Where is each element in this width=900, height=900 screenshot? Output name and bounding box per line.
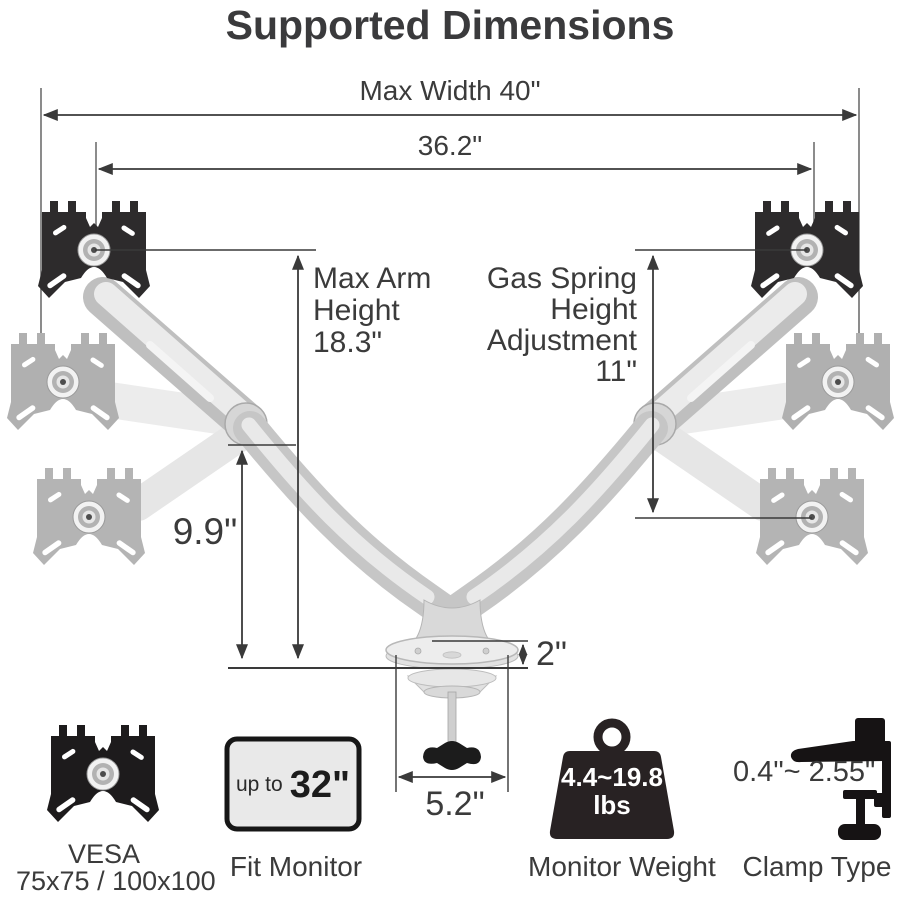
max-arm-height-label: Max Arm Height 18.3" — [313, 263, 431, 359]
clamp-icon — [790, 718, 891, 840]
monitor-weight-range: 4.4~19.8 — [561, 762, 663, 792]
max-arm-height-line1: Max Arm — [313, 262, 432, 295]
gas-spring-line4: 11" — [595, 355, 637, 388]
right-vesa-plate-ghost-mid — [781, 332, 895, 431]
fit-monitor-label: Fit Monitor — [229, 851, 363, 882]
vesa-plate-icon — [46, 724, 160, 823]
page-title: Supported Dimensions — [225, 2, 675, 48]
left-vesa-plate-ghost-low — [32, 467, 146, 566]
max-arm-height-line3: 18.3" — [313, 326, 383, 359]
vesa-title-label: VESA — [67, 839, 141, 869]
weight-icon — [549, 718, 675, 839]
right-arm — [439, 277, 818, 629]
fit-monitor-size-value: 32" — [289, 763, 350, 806]
left-vesa-plate-ghost-mid — [6, 332, 120, 431]
vesa-subtitle-label: 75x75 / 100x100 — [16, 866, 216, 896]
max-arm-height-line2: Height — [313, 294, 400, 327]
lowered-height-label: 9.9" — [172, 511, 238, 552]
left-arm — [83, 277, 462, 629]
desk-clamp-base — [385, 599, 519, 770]
clamp-type-label: Clamp Type — [742, 851, 892, 882]
arm-span-label: 36.2" — [417, 130, 483, 161]
tightening-knob — [423, 741, 481, 770]
monitor-weight-unit: lbs — [593, 790, 631, 820]
monitor-icon — [224, 736, 362, 832]
max-width-label: Max Width 40" — [359, 75, 541, 106]
clamp-range-label: 0.4"~ 2.55" — [733, 756, 876, 788]
fit-monitor-upto-text: up to — [235, 773, 283, 796]
gas-spring-line1: Gas Spring — [486, 262, 637, 295]
fit-monitor-size: up to 32" — [227, 750, 359, 820]
right-vesa-plate-ghost-low — [755, 467, 869, 566]
gas-spring-line3: Adjustment — [486, 324, 637, 357]
gas-spring-label: Gas Spring Height Adjustment 11" — [420, 263, 637, 387]
dimension-lines — [42, 109, 858, 792]
gas-spring-line2: Height — [550, 293, 637, 326]
base-height-label: 2" — [536, 635, 567, 673]
monitor-weight-label: Monitor Weight — [528, 851, 716, 882]
base-width-label: 5.2" — [425, 785, 485, 823]
